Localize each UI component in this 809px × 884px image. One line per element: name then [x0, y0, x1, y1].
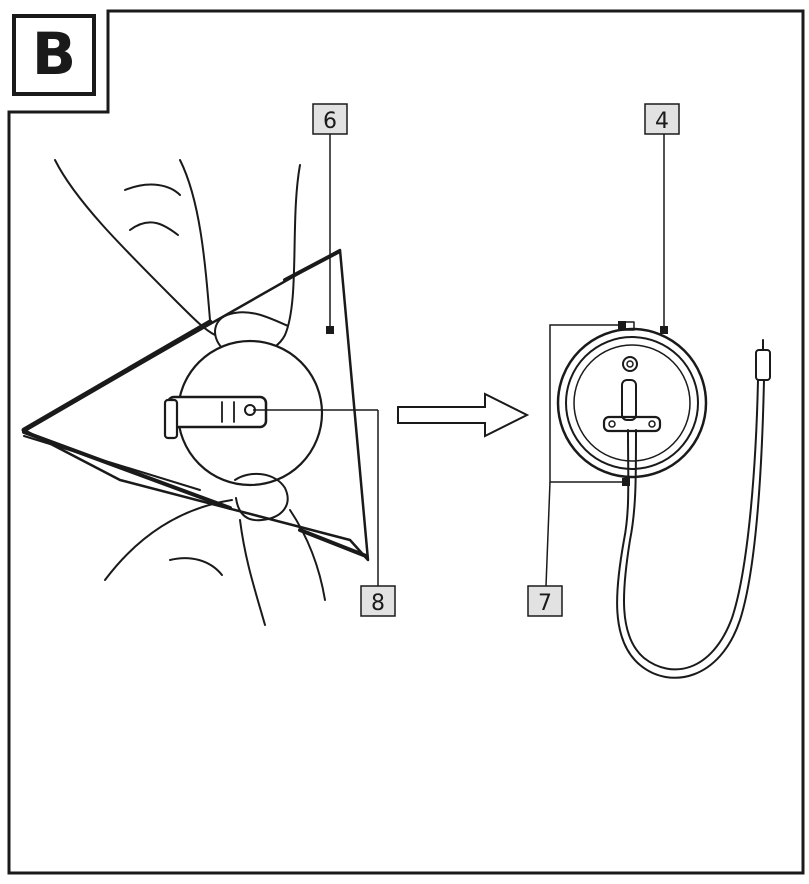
callout-6-label: 6	[323, 109, 337, 134]
callout-8-label: 8	[371, 591, 385, 616]
panel-label: B	[32, 20, 76, 88]
module-bracket	[621, 379, 637, 421]
lower-hand	[104, 499, 233, 581]
upper-hand-finger-2	[124, 183, 181, 196]
direction-arrow	[397, 392, 530, 438]
lower-hand-thumb	[234, 472, 289, 522]
module-led	[622, 356, 638, 372]
lower-hand-finger-3	[169, 557, 223, 576]
upper-hand-thumb	[214, 164, 301, 358]
star-illustration	[21, 159, 370, 626]
disc-clip-ridge	[221, 401, 235, 423]
module-inner-ring	[573, 344, 691, 462]
upper-hand-finger	[179, 159, 211, 321]
lower-hand-finger-2	[289, 509, 326, 601]
cable-plug	[755, 349, 771, 381]
callout-6: 6	[312, 103, 348, 334]
module-cable-2	[622, 379, 759, 671]
module-mid-ring	[565, 336, 699, 470]
callout-4-label: 4	[655, 109, 669, 134]
star-arm-edge-top-2	[283, 250, 340, 282]
star-arm-edge-top	[21, 319, 213, 433]
module-illustration	[556, 321, 771, 679]
module-clamp-screw-left	[608, 420, 616, 428]
figure-frame	[7, 9, 805, 875]
disc-clip-tab	[163, 398, 179, 440]
callout-4: 4	[644, 103, 680, 334]
star-arm-edge-bottom-2	[298, 528, 368, 558]
star-arm-edge-bottom	[22, 430, 232, 510]
lower-hand-finger	[239, 519, 266, 626]
module-cable	[616, 379, 765, 679]
module-clamp-screw-right	[648, 420, 656, 428]
module-outer-ring	[556, 327, 708, 479]
callout-7-label: 7	[538, 591, 552, 616]
star-arm-fold	[23, 435, 201, 491]
callout-7: 7	[527, 321, 630, 617]
panel-label-box: B	[12, 14, 96, 96]
upper-hand-finger-3	[129, 221, 179, 236]
module-led-inner	[626, 360, 634, 368]
callout-8: 8	[253, 409, 396, 617]
module-clamp	[602, 415, 662, 433]
